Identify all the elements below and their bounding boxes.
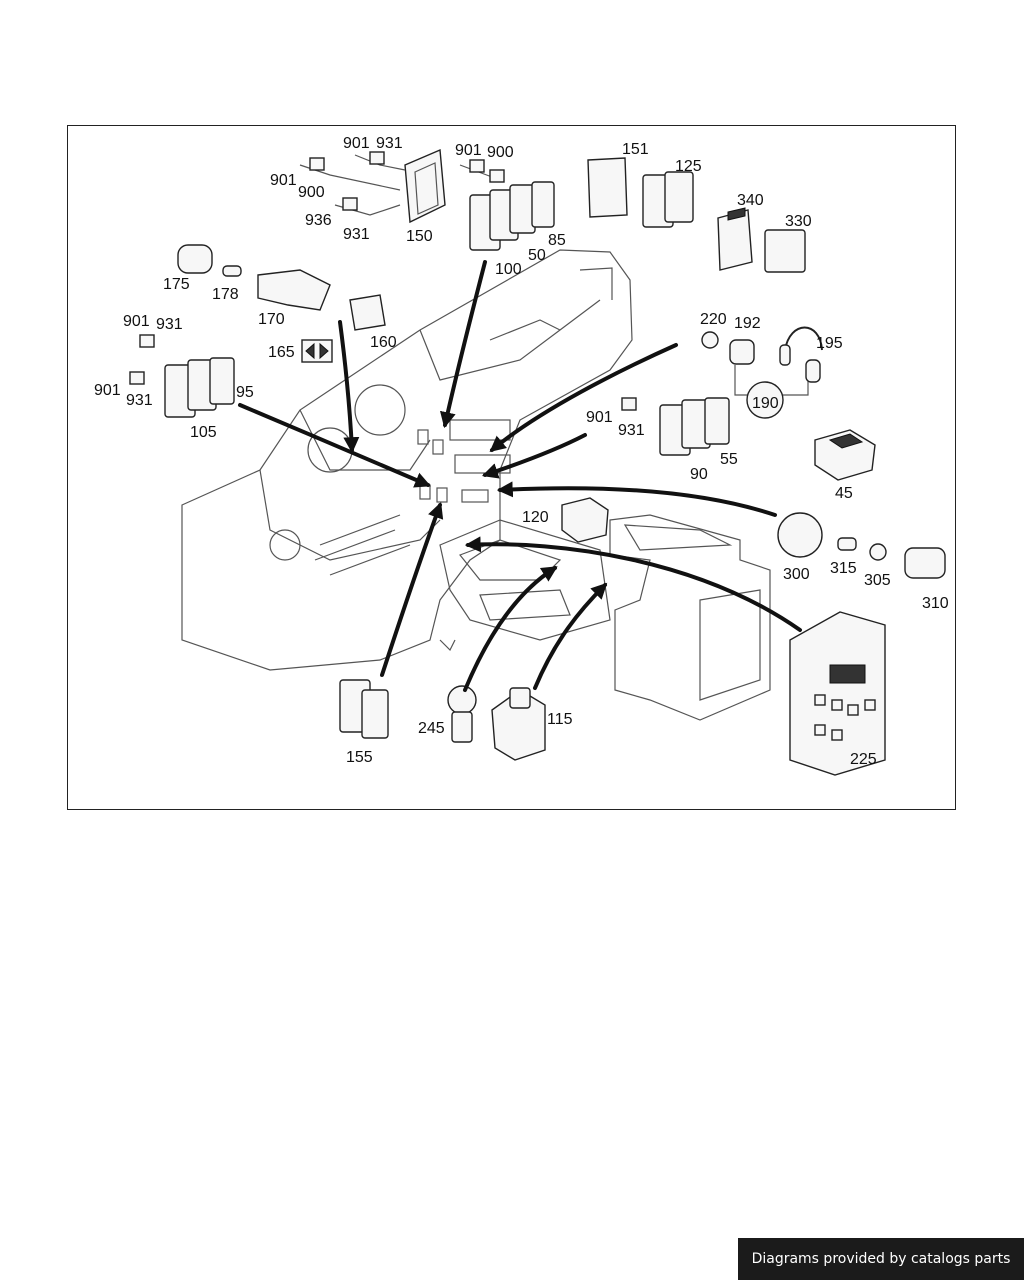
label-100: 100 [495, 261, 522, 278]
label-340: 340 [737, 192, 764, 209]
label-315: 315 [830, 560, 857, 577]
label-901a: 901 [343, 135, 370, 152]
label-245: 245 [418, 720, 445, 737]
part-labels: 901 931 901 900 901 900 936 931 150 100 … [94, 135, 949, 768]
label-330: 330 [785, 213, 812, 230]
dashboard-outline [181, 249, 633, 671]
small-connectors-top [299, 151, 505, 216]
label-225: 225 [850, 751, 877, 768]
label-95: 95 [236, 384, 254, 401]
label-192: 192 [734, 315, 761, 332]
switch-115 [491, 687, 546, 761]
diagram-frame [67, 125, 956, 810]
housing-170 [257, 269, 331, 311]
switch-frame-150 [404, 148, 446, 224]
label-901b: 901 [270, 172, 297, 189]
label-931c: 931 [156, 316, 183, 333]
cover-160 [349, 294, 386, 331]
switch-45 [814, 429, 876, 481]
label-901d: 901 [123, 313, 150, 330]
label-151: 151 [622, 141, 649, 158]
label-901e: 901 [94, 382, 121, 399]
label-150: 150 [406, 228, 433, 245]
switch-330 [764, 229, 806, 273]
switch-155 [339, 679, 389, 739]
symbol-165 [301, 339, 333, 363]
label-45: 45 [835, 485, 853, 502]
label-900a: 900 [298, 184, 325, 201]
label-305: 305 [864, 572, 891, 589]
label-931e: 931 [618, 422, 645, 439]
switch-120 [561, 497, 609, 543]
label-178: 178 [212, 286, 239, 303]
cover-151 [587, 157, 628, 218]
label-85: 85 [548, 232, 566, 249]
center-console [439, 514, 771, 721]
switch-group-90 [621, 397, 730, 456]
module-225 [789, 611, 886, 776]
attribution-badge: Diagrams provided by catalogs parts [738, 1238, 1024, 1280]
label-931a: 931 [376, 135, 403, 152]
label-195: 195 [816, 335, 843, 352]
label-50: 50 [528, 247, 546, 264]
rotary-300 [777, 512, 946, 579]
label-901f: 901 [586, 409, 613, 426]
label-90: 90 [690, 466, 708, 483]
relay-340 [717, 207, 753, 271]
label-190: 190 [752, 395, 779, 412]
label-170: 170 [258, 311, 285, 328]
label-901c: 901 [455, 142, 482, 159]
label-220: 220 [700, 311, 727, 328]
leader-arrows [238, 260, 802, 692]
headphone-195 [779, 326, 823, 383]
label-55: 55 [720, 451, 738, 468]
label-105: 105 [190, 424, 217, 441]
label-175: 175 [163, 276, 190, 293]
lighter-175 [177, 244, 242, 277]
label-936: 936 [305, 212, 332, 229]
label-120: 120 [522, 509, 549, 526]
label-165: 165 [268, 344, 295, 361]
switch-125 [642, 171, 694, 228]
lighter-245 [447, 685, 477, 743]
label-155: 155 [346, 749, 373, 766]
switch-group-100 [469, 181, 555, 251]
label-931b: 931 [343, 226, 370, 243]
label-115: 115 [547, 711, 573, 728]
label-160: 160 [370, 334, 397, 351]
label-310: 310 [922, 595, 949, 612]
label-300: 300 [783, 566, 810, 583]
label-900b: 900 [487, 144, 514, 161]
label-125: 125 [675, 158, 702, 175]
label-931d: 931 [126, 392, 153, 409]
switch-group-105 [129, 334, 235, 418]
socket-192 [701, 331, 809, 419]
